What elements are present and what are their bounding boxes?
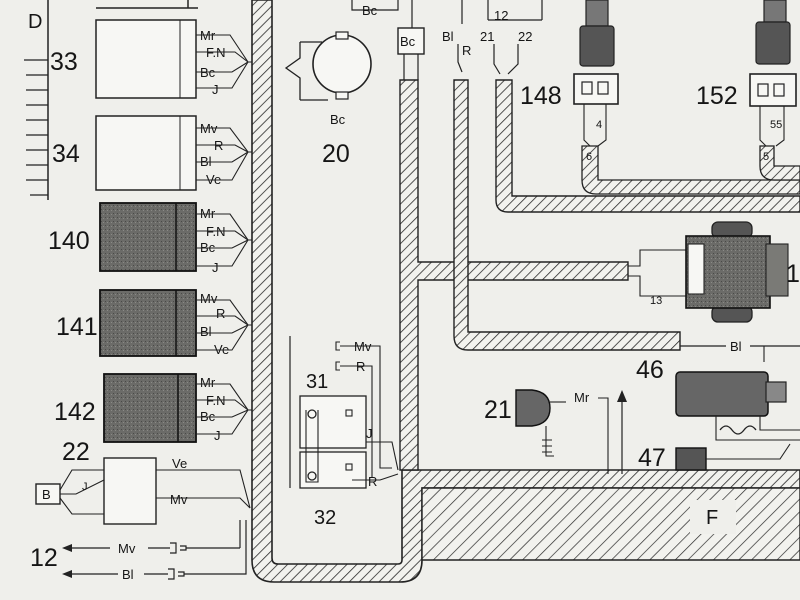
pin-label: J (212, 82, 219, 97)
relay-wire-label: R (368, 474, 377, 489)
bottom-wires-12: 12 Mv Bl (30, 520, 247, 582)
bl-wire: Bl (680, 339, 800, 362)
connector-152: 55 5 152 (696, 0, 800, 181)
switch-terminal-label: B (42, 487, 51, 502)
switch-wire-label: Ve (172, 456, 187, 471)
bottom-wire-label: Bl (122, 567, 134, 582)
module-142-number: 142 (54, 398, 96, 426)
connector-152-pin: 55 (770, 119, 782, 131)
motor-20-number: 20 (322, 140, 350, 168)
right-panel: 4 6 148 55 5 152 13 (421, 0, 800, 561)
area-f: F (421, 487, 800, 561)
component-21-number: 21 (484, 396, 512, 424)
component-21-wire: Mr (574, 390, 590, 405)
top-wire-label: 22 (518, 29, 532, 44)
left-panel: D 33 Mr F.N Bc J 34 Mv R Bl Ve (24, 0, 262, 582)
component-47: 47 (638, 443, 791, 472)
connector-152-pin: 5 (763, 151, 769, 163)
connector-152-number: 152 (696, 82, 738, 110)
module-140-number: 140 (48, 227, 90, 255)
connector-148-number: 148 (520, 82, 562, 110)
relay-31-number: 31 (306, 371, 328, 393)
top-group-number: 12 (494, 8, 508, 23)
connector-bc: Bc (397, 27, 425, 80)
pin-label: J (214, 428, 221, 443)
relay-unit: 13 1 (628, 221, 800, 323)
pin-label: Bl (200, 324, 212, 339)
motor-wire-label: Bc (330, 112, 346, 127)
switch-22-number: 22 (62, 438, 90, 466)
bottom-wires-number: 12 (30, 544, 58, 572)
center-harness (399, 79, 629, 471)
top-wire-label: 21 (480, 29, 494, 44)
motor-20: Bc 20 (284, 31, 372, 168)
main-harness (251, 0, 800, 583)
pin-label: Mr (200, 375, 216, 390)
relay-wire-label: Mv (354, 339, 372, 354)
connector-148-pin: 4 (596, 119, 602, 131)
connector-148: 4 6 148 (520, 0, 800, 195)
switch-wire-label: Mv (170, 492, 188, 507)
bottom-wire-label: Mv (118, 541, 136, 556)
component-47-number: 47 (638, 444, 666, 472)
relay-wire-label: R (356, 359, 365, 374)
component-46-number: 46 (636, 356, 664, 384)
component-21: 21 Mr (484, 389, 627, 474)
top-wire-label: Bl (442, 29, 454, 44)
module-34: 34 Mv R Bl Ve (52, 115, 262, 191)
module-142: 142 Mr F.N Bc J (54, 373, 262, 443)
switch-22: 22 B J Ve Mv (35, 438, 251, 525)
module-141-number: 141 (56, 313, 98, 341)
area-f-label: F (706, 507, 718, 529)
pin-label: J (212, 260, 219, 275)
module-34-number: 34 (52, 140, 80, 168)
top-wire-label: R (462, 43, 471, 58)
bl-wire-label: Bl (730, 339, 742, 354)
top-bc-label: Bc (362, 3, 378, 18)
center-components: Bc Bc 20 Bc 12 Bl (284, 0, 800, 529)
relay-31-32: Mv R 31 J R 32 (289, 336, 399, 529)
module-33-number: 33 (50, 48, 78, 76)
relay-32-number: 32 (314, 507, 336, 529)
unit-wire-label: 13 (650, 295, 662, 307)
module-141: 141 Mv R Bl Ve (56, 289, 262, 357)
harness-top-right (495, 79, 800, 213)
pin-label: Mv (200, 291, 218, 306)
component-46: 46 (636, 356, 800, 441)
switch-wire-label: J (82, 481, 88, 493)
connector-148-pin: 6 (586, 151, 592, 163)
ruler-ticks (24, 59, 48, 196)
module-33: 33 Mr F.N Bc J (50, 0, 262, 99)
sheet-letter: D (28, 11, 42, 33)
relay-wire-label: J (366, 426, 373, 441)
top-wires-12: 12 Bl R 21 22 (442, 0, 543, 75)
pin-label: R (216, 306, 225, 321)
harness-r (453, 79, 681, 351)
module-140: 140 Mr F.N Bc J (48, 202, 262, 275)
connector-bc-label: Bc (400, 34, 416, 49)
unit-partial-number: 1 (786, 260, 800, 288)
